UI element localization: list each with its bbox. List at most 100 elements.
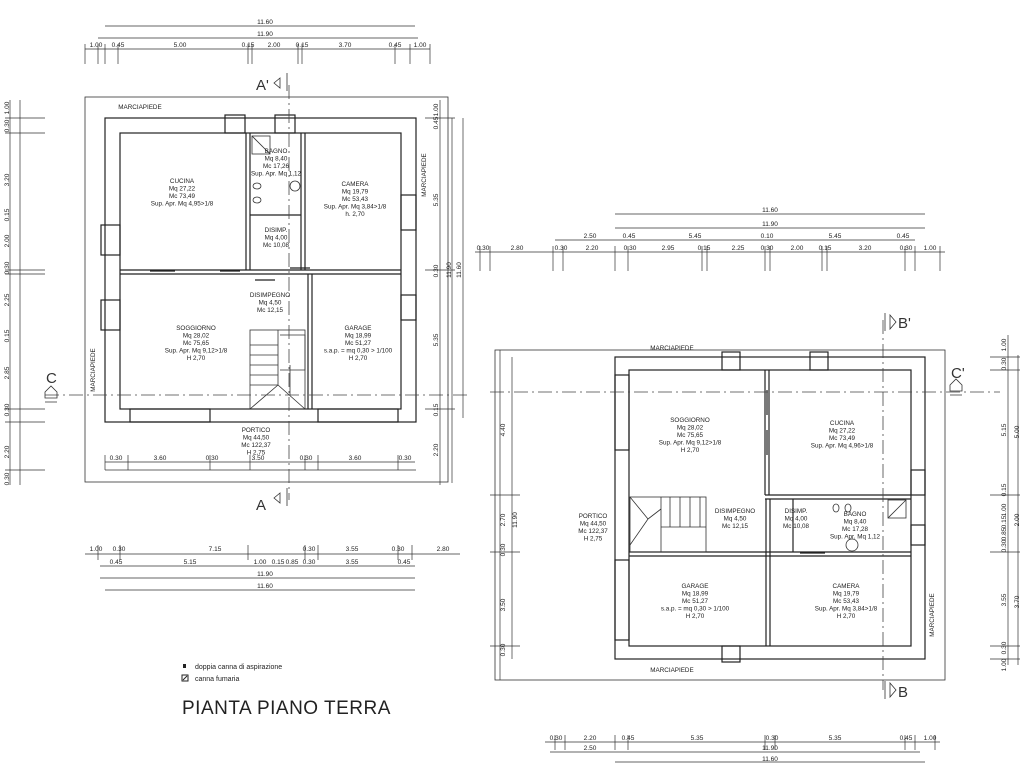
dimension-label: 2.20 bbox=[4, 445, 11, 458]
room-name-disimp: DISIMP. bbox=[785, 508, 808, 515]
dimension-label: 5.35 bbox=[433, 193, 440, 206]
dimension-label: 0.10 bbox=[761, 233, 774, 240]
dimension-label: 0.45 bbox=[622, 735, 635, 742]
dimension-label: 0.30 bbox=[1001, 357, 1008, 370]
square-flue-icon bbox=[181, 674, 189, 682]
room-metric: Mq 27,22 bbox=[169, 186, 196, 193]
dimension-label: 1.00 bbox=[254, 559, 267, 566]
dimension-label: 1.00 bbox=[433, 103, 440, 116]
dimension-label: 11.90 bbox=[762, 745, 778, 752]
room-metric: s.a.p. = mq 0,30 > 1/100 bbox=[324, 348, 393, 355]
room-metric: Mc 12,15 bbox=[257, 307, 283, 314]
dimension-label: 0.30 bbox=[500, 643, 507, 656]
dimension-label: 3.70 bbox=[339, 42, 352, 49]
drawing-title: PIANTA PIANO TERRA bbox=[182, 698, 391, 719]
dimension-label: 11.90 bbox=[257, 571, 273, 578]
room-metric: Mc 10,08 bbox=[783, 523, 809, 530]
dimension-label: 0.30 bbox=[303, 559, 316, 566]
room-metric: Mq 28,02 bbox=[677, 425, 704, 432]
room-metric: Mc 17,28 bbox=[842, 526, 868, 533]
dimension-label: 1.00 bbox=[90, 42, 103, 49]
room-metric: Sup. Apr. Mq 1,12 bbox=[251, 171, 302, 178]
room-metric: s.a.p. = mq 0,30 > 1/100 bbox=[661, 606, 730, 613]
room-metric: Mq 44,50 bbox=[243, 435, 270, 442]
dimension-label: 1.00 bbox=[924, 735, 937, 742]
dimension-label: 2.00 bbox=[791, 245, 804, 252]
marciapiede-label: MARCIAPIEDE bbox=[118, 104, 161, 111]
dimension-label: 0.30 bbox=[110, 455, 123, 462]
dimension-label: 0.30 bbox=[4, 472, 11, 485]
room-metric: Mc 53,43 bbox=[342, 196, 368, 203]
dimension-label: 0.45 bbox=[112, 42, 125, 49]
dimension-label: 0.45 bbox=[110, 559, 123, 566]
dimension-label: 2.70 bbox=[500, 513, 507, 526]
dimension-label: 3.55 bbox=[346, 559, 359, 566]
dimension-label: 0.85 bbox=[286, 559, 299, 566]
room-metric: Mc 75,65 bbox=[183, 340, 209, 347]
dimension-label: 0.30 bbox=[555, 245, 568, 252]
room-metric: Sup. Apr. Mq 4,96>1/8 bbox=[811, 443, 874, 450]
dimension-label: 11.60 bbox=[456, 262, 463, 278]
room-metric: Mq 4,50 bbox=[724, 516, 747, 523]
dimension-label: 0.45 bbox=[623, 233, 636, 240]
room-name-soggiorno: SOGGIORNO bbox=[176, 325, 216, 332]
legend-item-flue: canna fumaria bbox=[195, 676, 239, 683]
dimension-label: 0.30 bbox=[624, 245, 637, 252]
left-plan-boundary bbox=[84, 96, 449, 483]
dimension-label: 5.00 bbox=[1014, 425, 1021, 438]
room-metric: Mc 51,27 bbox=[345, 340, 371, 347]
dimension-label: 0.45 bbox=[897, 233, 910, 240]
dimension-label: 2.50 bbox=[584, 233, 597, 240]
section-marker-b-top: B' bbox=[898, 315, 911, 332]
dimension-label: 0.45 bbox=[900, 735, 913, 742]
room-metric: Mc 10,08 bbox=[263, 242, 289, 249]
room-name-bagno: BAGNO bbox=[265, 148, 288, 155]
room-name-portico: PORTICO bbox=[579, 513, 608, 520]
dimension-label: 3.20 bbox=[4, 173, 11, 186]
room-name-garage: GARAGE bbox=[345, 325, 372, 332]
room-name-cucina: CUCINA bbox=[170, 178, 195, 185]
room-metric: Mq 19,79 bbox=[833, 591, 860, 598]
room-metric: Mc 73,49 bbox=[829, 435, 855, 442]
dimension-label: 0.30 bbox=[433, 264, 440, 277]
room-metric: Mq 4,50 bbox=[259, 300, 282, 307]
dimension-label: 0.30 bbox=[900, 245, 913, 252]
room-metric: H 2,70 bbox=[681, 447, 700, 454]
dimension-label: 3.60 bbox=[154, 455, 167, 462]
room-metric: H 2,70 bbox=[837, 613, 856, 620]
dimension-label: 1.00 bbox=[1001, 658, 1008, 671]
room-metric: Mc 12,15 bbox=[722, 523, 748, 530]
plan-linework bbox=[5, 25, 1020, 763]
dimension-label: 1.00 bbox=[414, 42, 427, 49]
room-metric: h. 2,70 bbox=[345, 211, 365, 218]
dimension-label: 0.30 bbox=[4, 261, 11, 274]
dimension-label: 0.15 bbox=[698, 245, 711, 252]
right-plan-boundary bbox=[494, 349, 946, 681]
dimension-label: 3.60 bbox=[349, 455, 362, 462]
room-metric: Mc 75,65 bbox=[677, 432, 703, 439]
dimension-label: 0.15 bbox=[4, 329, 11, 342]
dimension-label: 11.90 bbox=[762, 221, 778, 228]
room-name-disimp: DISIMP. bbox=[265, 227, 288, 234]
marciapiede-label: MARCIAPIEDE bbox=[90, 348, 97, 391]
room-name-disimpegno: DISIMPEGNO bbox=[715, 508, 755, 515]
dimension-label: 1.00 bbox=[1001, 503, 1008, 516]
dimension-label: 0.30 bbox=[300, 455, 313, 462]
dimension-label: 0.30 bbox=[206, 455, 219, 462]
room-metric: Sup. Apr. Mq 4,95>1/8 bbox=[151, 201, 214, 208]
dot-icon bbox=[183, 664, 186, 668]
dimension-label: 2.00 bbox=[4, 234, 11, 247]
dimension-label: 0.15 bbox=[4, 208, 11, 221]
room-metric: Mq 19,79 bbox=[342, 189, 369, 196]
room-name-camera: CAMERA bbox=[342, 181, 370, 188]
right-stair bbox=[629, 496, 707, 553]
dimension-label: 1.00 bbox=[924, 245, 937, 252]
room-metric: H 2,70 bbox=[349, 355, 368, 362]
dimension-label: 0.30 bbox=[1001, 539, 1008, 552]
room-metric: H 2,70 bbox=[686, 613, 705, 620]
dimension-label: 0.30 bbox=[399, 455, 412, 462]
room-metric: Mq 4,00 bbox=[785, 516, 808, 523]
legend-item-aspiration: doppia canna di aspirazione bbox=[195, 664, 282, 671]
dimension-label: 2.25 bbox=[732, 245, 745, 252]
